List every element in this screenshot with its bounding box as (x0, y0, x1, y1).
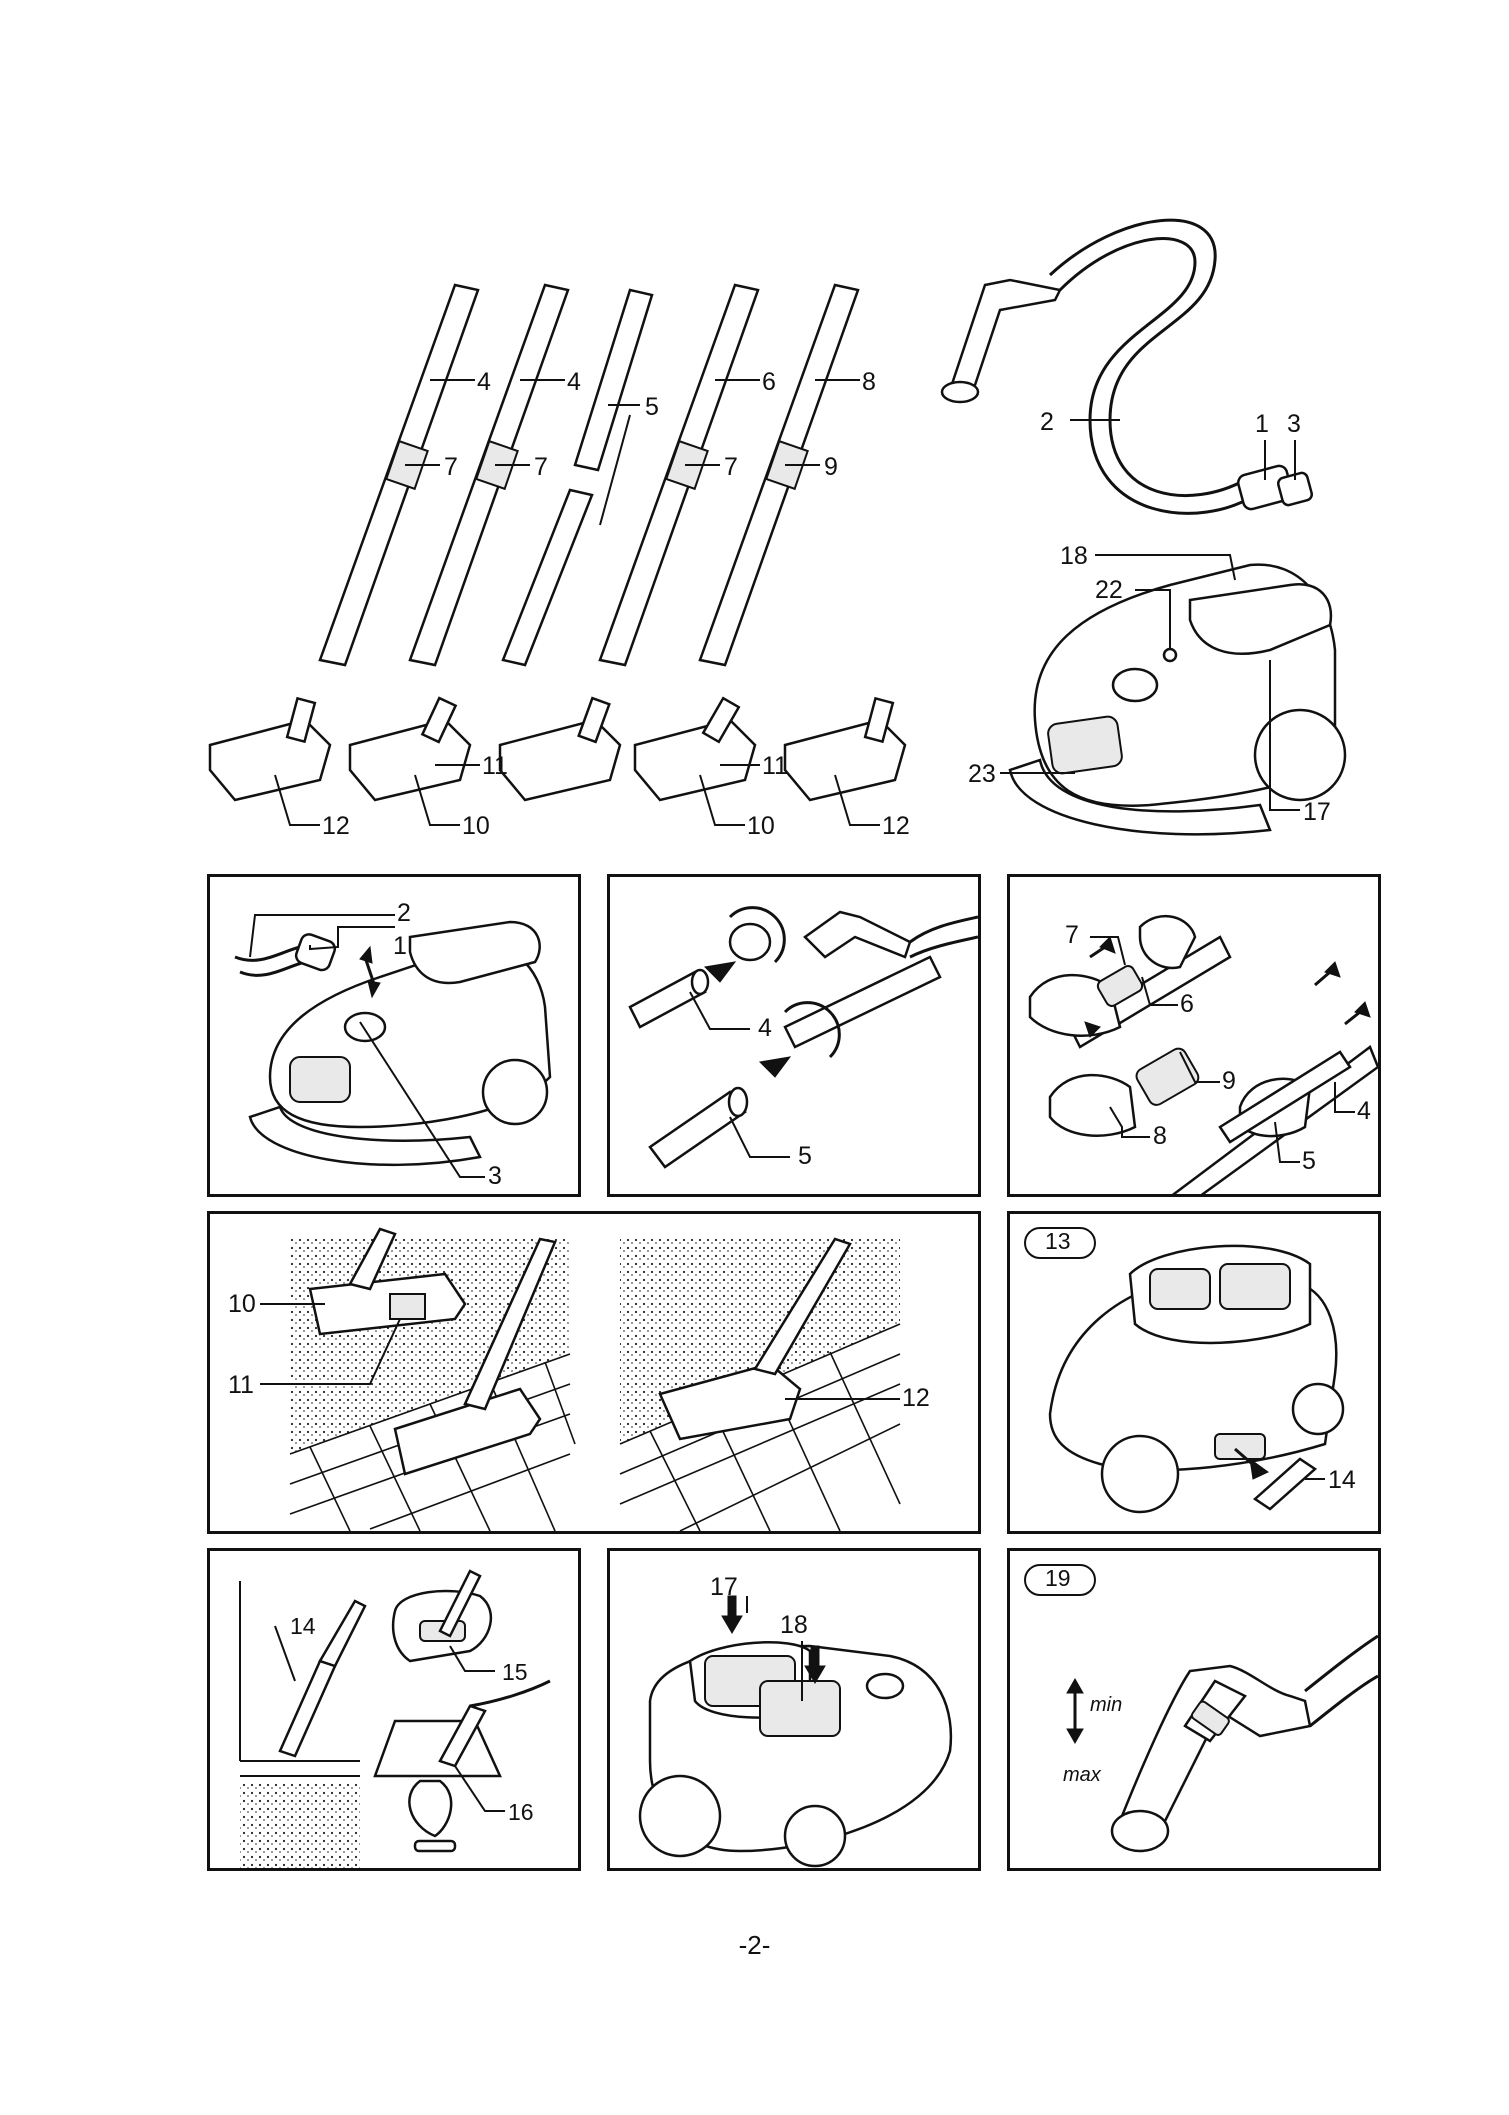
hose-label-3: 3 (1287, 410, 1301, 438)
panel-d-label-10: 10 (228, 1290, 256, 1319)
panel-c-label-9: 9 (1222, 1067, 1236, 1096)
joint-label-3: 7 (724, 453, 738, 481)
panel-a-label-1: 1 (393, 932, 407, 961)
nozzle-label-10a: 10 (462, 812, 490, 840)
cleaner-label-23: 23 (968, 760, 996, 788)
panel-connect-hose: 2 1 3 (207, 874, 581, 1197)
hose-label-1: 1 (1255, 410, 1269, 438)
panel-h-min-label: min (1090, 1694, 1122, 1717)
panel-e-label-14: 14 (1328, 1466, 1356, 1495)
tube-label-5: 8 (862, 368, 876, 396)
panel-b-label-4: 4 (758, 1014, 772, 1043)
cleaner-label-22: 22 (1095, 576, 1123, 604)
panel-d-label-12: 12 (902, 1384, 930, 1413)
panel-h-badge-19: 19 (1045, 1565, 1071, 1592)
cleaner-label-17: 17 (1303, 798, 1331, 826)
nozzle-label-11b: 11 (762, 752, 788, 780)
panel-floor-nozzles-art (210, 1214, 978, 1531)
panel-d-label-11: 11 (228, 1371, 254, 1400)
tube-label-4: 6 (762, 368, 776, 396)
panel-c-label-7: 7 (1065, 921, 1079, 950)
tube-label-3: 5 (645, 393, 659, 421)
nozzle-row (210, 698, 905, 800)
panel-accessory-storage-art (1010, 1214, 1378, 1531)
nozzle-label-12b: 12 (882, 812, 910, 840)
panel-accessory-use: 14 15 16 (207, 1548, 581, 1871)
cleaner-label-18: 18 (1060, 542, 1088, 570)
panel-suction-control-art (1010, 1551, 1378, 1868)
panel-h-max-label: max (1063, 1764, 1101, 1787)
hose-assembly (942, 220, 1313, 513)
panel-attach-tubes: 4 5 (607, 874, 981, 1197)
nozzle-label-12a: 12 (322, 812, 350, 840)
nozzle-label-10b: 10 (747, 812, 775, 840)
joint-label-2: 7 (534, 453, 548, 481)
panel-connect-hose-art (210, 877, 578, 1194)
panel-open-lids-art (610, 1551, 978, 1868)
panel-b-label-5: 5 (798, 1142, 812, 1171)
panel-a-label-3: 3 (488, 1162, 502, 1191)
panel-f-label-15: 15 (502, 1659, 528, 1686)
panel-g-label-17: 17 (710, 1573, 738, 1602)
panel-open-lids: 17 18 (607, 1548, 981, 1871)
page-number: -2- (0, 1930, 1509, 1961)
tube-label-1: 4 (477, 368, 491, 396)
joint-label-4: 9 (824, 453, 838, 481)
panel-c-label-4: 4 (1357, 1097, 1371, 1126)
panel-c-label-6: 6 (1180, 990, 1194, 1019)
panel-c-label-5: 5 (1302, 1147, 1316, 1176)
panel-g-label-18: 18 (780, 1611, 808, 1640)
panel-suction-control: 19 min max (1007, 1548, 1381, 1871)
panel-c-label-8: 8 (1153, 1122, 1167, 1151)
panel-attach-tubes-art (610, 877, 978, 1194)
hose-label-2: 2 (1040, 408, 1054, 436)
tube-label-2: 4 (567, 368, 581, 396)
panel-a-label-2: 2 (397, 899, 411, 928)
nozzle-label-11a: 11 (482, 752, 508, 780)
top-illustration: 4 4 5 6 8 7 7 7 9 12 11 10 11 10 12 2 1 (0, 0, 1509, 880)
panel-e-badge-13: 13 (1045, 1228, 1071, 1255)
panel-accessory-storage: 13 14 (1007, 1211, 1381, 1534)
panel-adjust-tube: 7 6 9 8 4 5 (1007, 874, 1381, 1197)
joint-label-1: 7 (444, 453, 458, 481)
panel-floor-nozzles: 10 11 12 (207, 1211, 981, 1534)
vacuum-cleaner-body (1010, 565, 1345, 835)
panel-f-label-14: 14 (290, 1613, 316, 1640)
panel-f-label-16: 16 (508, 1799, 534, 1826)
